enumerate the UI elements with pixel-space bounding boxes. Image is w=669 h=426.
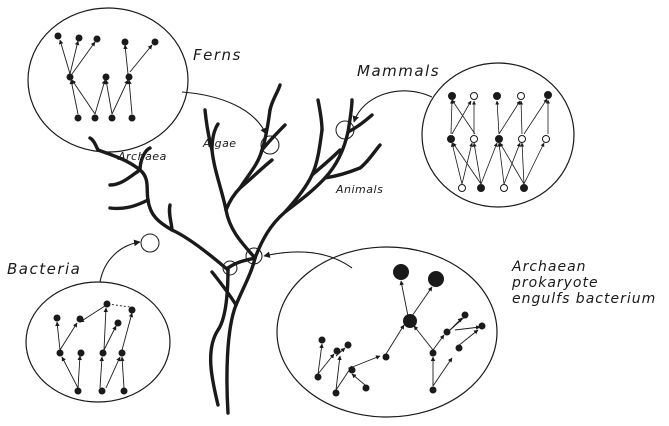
archaea-sub-3 bbox=[110, 200, 148, 208]
merger-inset bbox=[277, 247, 497, 417]
merger-ellipse bbox=[277, 247, 497, 417]
bacteria-inset bbox=[26, 282, 170, 402]
lower-left-limb bbox=[212, 272, 236, 305]
label-ferns: Ferns bbox=[193, 47, 242, 64]
label-merger-line1: Archaean prokaryote bbox=[512, 259, 669, 291]
bacteria-transfer-dashed bbox=[108, 304, 130, 307]
merger-big-node-2 bbox=[428, 271, 444, 287]
circle-bacteria bbox=[141, 234, 159, 252]
mammals-ellipse bbox=[422, 63, 574, 207]
arrow-mammals bbox=[354, 91, 432, 122]
bacteria-limb-2 bbox=[169, 205, 172, 230]
bacteria-limb bbox=[148, 200, 228, 270]
label-algae: Algae bbox=[203, 138, 237, 151]
label-merger-line2: engulfs bacterium bbox=[512, 291, 669, 307]
merger-big-node-1 bbox=[393, 264, 409, 280]
label-archaea: Archaea bbox=[118, 151, 167, 164]
bacteria-ellipse bbox=[26, 282, 170, 402]
arrow-bacteria bbox=[100, 242, 140, 282]
merger-nodes bbox=[315, 264, 486, 397]
label-merger: Archaean prokaryote engulfs bacterium bbox=[512, 259, 669, 307]
mammals-sub-2 bbox=[318, 100, 322, 130]
archaea-sub-2 bbox=[90, 138, 98, 150]
archaea-sub-1 bbox=[110, 170, 140, 185]
arrow-ferns bbox=[182, 92, 266, 134]
merger-edges bbox=[318, 281, 480, 390]
mammals-sub-3 bbox=[360, 145, 380, 168]
mammals-limb bbox=[348, 100, 352, 132]
ferns-inset bbox=[28, 8, 188, 152]
merger-big-node-3 bbox=[403, 314, 417, 328]
ferns-ellipse bbox=[28, 8, 188, 152]
bacteria-edges bbox=[57, 304, 132, 388]
trunk bbox=[227, 258, 255, 413]
arrow-merger bbox=[264, 252, 352, 268]
ferns-nodes bbox=[55, 33, 159, 122]
highlight-circles bbox=[141, 121, 354, 275]
mammals-nodes bbox=[448, 92, 552, 192]
mammals-inset bbox=[422, 63, 574, 207]
algae-sub-2 bbox=[226, 188, 240, 210]
label-bacteria: Bacteria bbox=[7, 261, 81, 278]
label-mammals: Mammals bbox=[357, 63, 440, 80]
ferns-sub-2 bbox=[270, 85, 280, 110]
label-animals: Animals bbox=[336, 184, 383, 197]
